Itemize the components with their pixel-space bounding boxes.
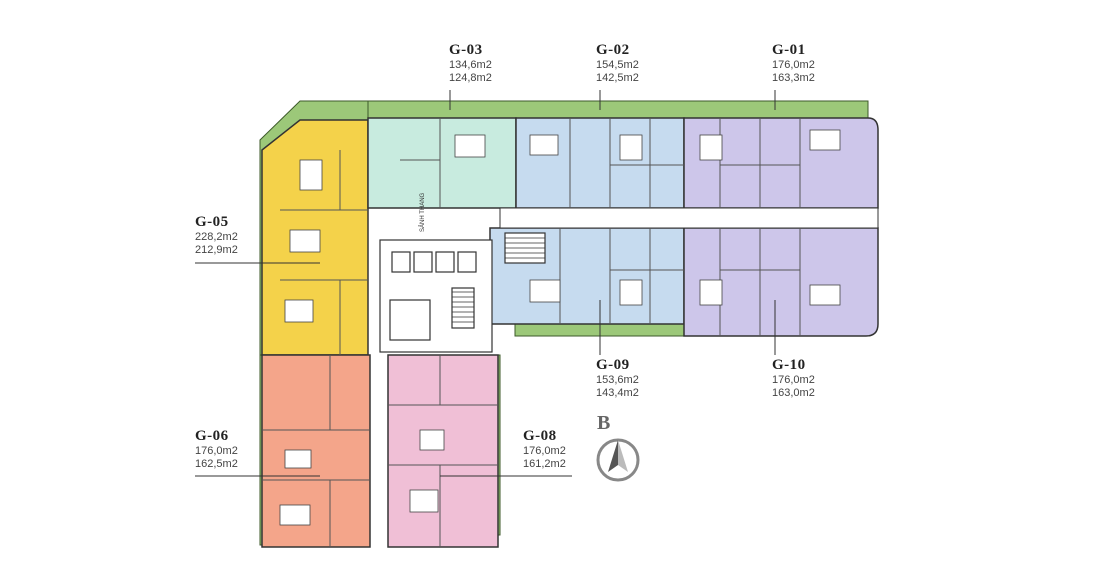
label-g06: G-06 176,0m2 162,5m2 bbox=[195, 428, 238, 471]
unit-area-net: 161,2m2 bbox=[523, 458, 566, 470]
unit-code: G-10 bbox=[772, 357, 806, 373]
interior-walls bbox=[262, 118, 801, 547]
label-g02: G-02 154,5m2 142,5m2 bbox=[596, 42, 639, 85]
unit-area-gross: 176,0m2 bbox=[523, 445, 566, 457]
unit-area-gross: 154,5m2 bbox=[596, 59, 639, 71]
corridor bbox=[499, 207, 879, 229]
unit-g10[interactable] bbox=[683, 227, 879, 337]
north-arrow-icon bbox=[596, 438, 640, 482]
unit-code: G-08 bbox=[523, 428, 557, 444]
label-g09: G-09 153,6m2 143,4m2 bbox=[596, 357, 639, 400]
unit-area-gross: 228,2m2 bbox=[195, 231, 238, 243]
unit-g08[interactable] bbox=[387, 354, 499, 548]
unit-g01[interactable] bbox=[683, 117, 879, 209]
unit-code: G-09 bbox=[596, 357, 630, 373]
unit-area-gross: 153,6m2 bbox=[596, 374, 639, 386]
label-g08: G-08 176,0m2 161,2m2 bbox=[523, 428, 566, 471]
stair-lines bbox=[452, 237, 545, 323]
label-g03: G-03 134,6m2 124,8m2 bbox=[449, 42, 492, 85]
unit-code: G-01 bbox=[772, 42, 806, 58]
unit-area-net: 212,9m2 bbox=[195, 244, 238, 256]
label-g10: G-10 176,0m2 163,0m2 bbox=[772, 357, 815, 400]
leader-lines bbox=[195, 90, 776, 477]
unit-code: G-05 bbox=[195, 214, 229, 230]
unit-g03[interactable] bbox=[367, 117, 517, 209]
unit-area-gross: 176,0m2 bbox=[772, 374, 815, 386]
unit-area-gross: 134,6m2 bbox=[449, 59, 492, 71]
unit-area-net: 163,3m2 bbox=[772, 72, 815, 84]
elevator-lobby-label: SẢNH THANG bbox=[420, 192, 426, 232]
unit-area-net: 142,5m2 bbox=[596, 72, 639, 84]
unit-area-net: 143,4m2 bbox=[596, 387, 639, 399]
label-g01: G-01 176,0m2 163,3m2 bbox=[772, 42, 815, 85]
unit-code: G-02 bbox=[596, 42, 630, 58]
unit-code: G-06 bbox=[195, 428, 229, 444]
unit-area-net: 162,5m2 bbox=[195, 458, 238, 470]
furniture bbox=[279, 129, 841, 526]
unit-area-net: 163,0m2 bbox=[772, 387, 815, 399]
compass-letter: B bbox=[597, 412, 611, 434]
unit-area-gross: 176,0m2 bbox=[772, 59, 815, 71]
unit-area-gross: 176,0m2 bbox=[195, 445, 238, 457]
unit-g06[interactable] bbox=[261, 354, 371, 548]
unit-g02[interactable] bbox=[515, 117, 685, 209]
label-g05: G-05 228,2m2 212,9m2 bbox=[195, 214, 238, 257]
unit-area-net: 124,8m2 bbox=[449, 72, 492, 84]
unit-code: G-03 bbox=[449, 42, 483, 58]
